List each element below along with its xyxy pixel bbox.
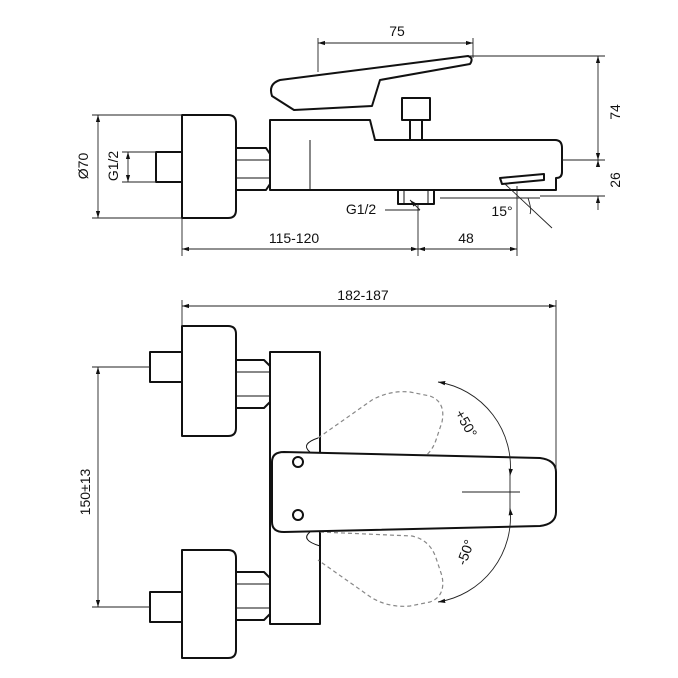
side-shower-outlet [397,189,435,205]
dim-label-diameter: Ø70 [75,153,91,180]
dim-label-182-187: 182-187 [337,287,389,303]
side-diverter-knob [401,97,431,121]
rotation-arc-down [437,507,513,603]
top-wall-rosette-upper [181,325,237,437]
dim-label-48: 48 [458,230,474,246]
dim-label-15-degrees: 15° [491,203,512,219]
side-lever [270,55,473,111]
dim-label-minus-50: -50° [453,537,477,567]
dim-label-115-120: 115-120 [269,230,320,246]
side-wall-rosette [181,114,237,219]
dim-label-plus-50: +50° [452,407,481,440]
dim-label-26: 26 [607,172,623,188]
side-spout-aerator [499,173,545,185]
rotation-arc-up [437,381,513,477]
dim-label-inlet-thread: G1/2 [105,151,121,182]
side-view-dimensions [92,38,605,256]
top-view [149,325,557,659]
top-wall-rosette-lower [181,549,237,659]
top-inlet-pipe-upper [149,351,183,383]
top-view-dimensions [92,300,557,608]
side-view [155,55,563,219]
side-diverter-stem [409,119,423,141]
side-hex-nut [235,147,271,191]
top-hex-nut-upper [235,359,271,409]
top-lever-cap [292,456,304,468]
dim-label-outlet-thread: G1/2 [346,201,377,217]
side-inlet-pipe [155,151,183,183]
lever-position-down-outline [317,531,444,607]
dim-label-150: 150±13 [77,468,93,515]
top-hex-nut-lower [235,571,271,621]
top-inlet-pipe-lower [149,591,183,623]
dim-label-74: 74 [607,104,623,120]
dim-label-75: 75 [389,23,405,39]
